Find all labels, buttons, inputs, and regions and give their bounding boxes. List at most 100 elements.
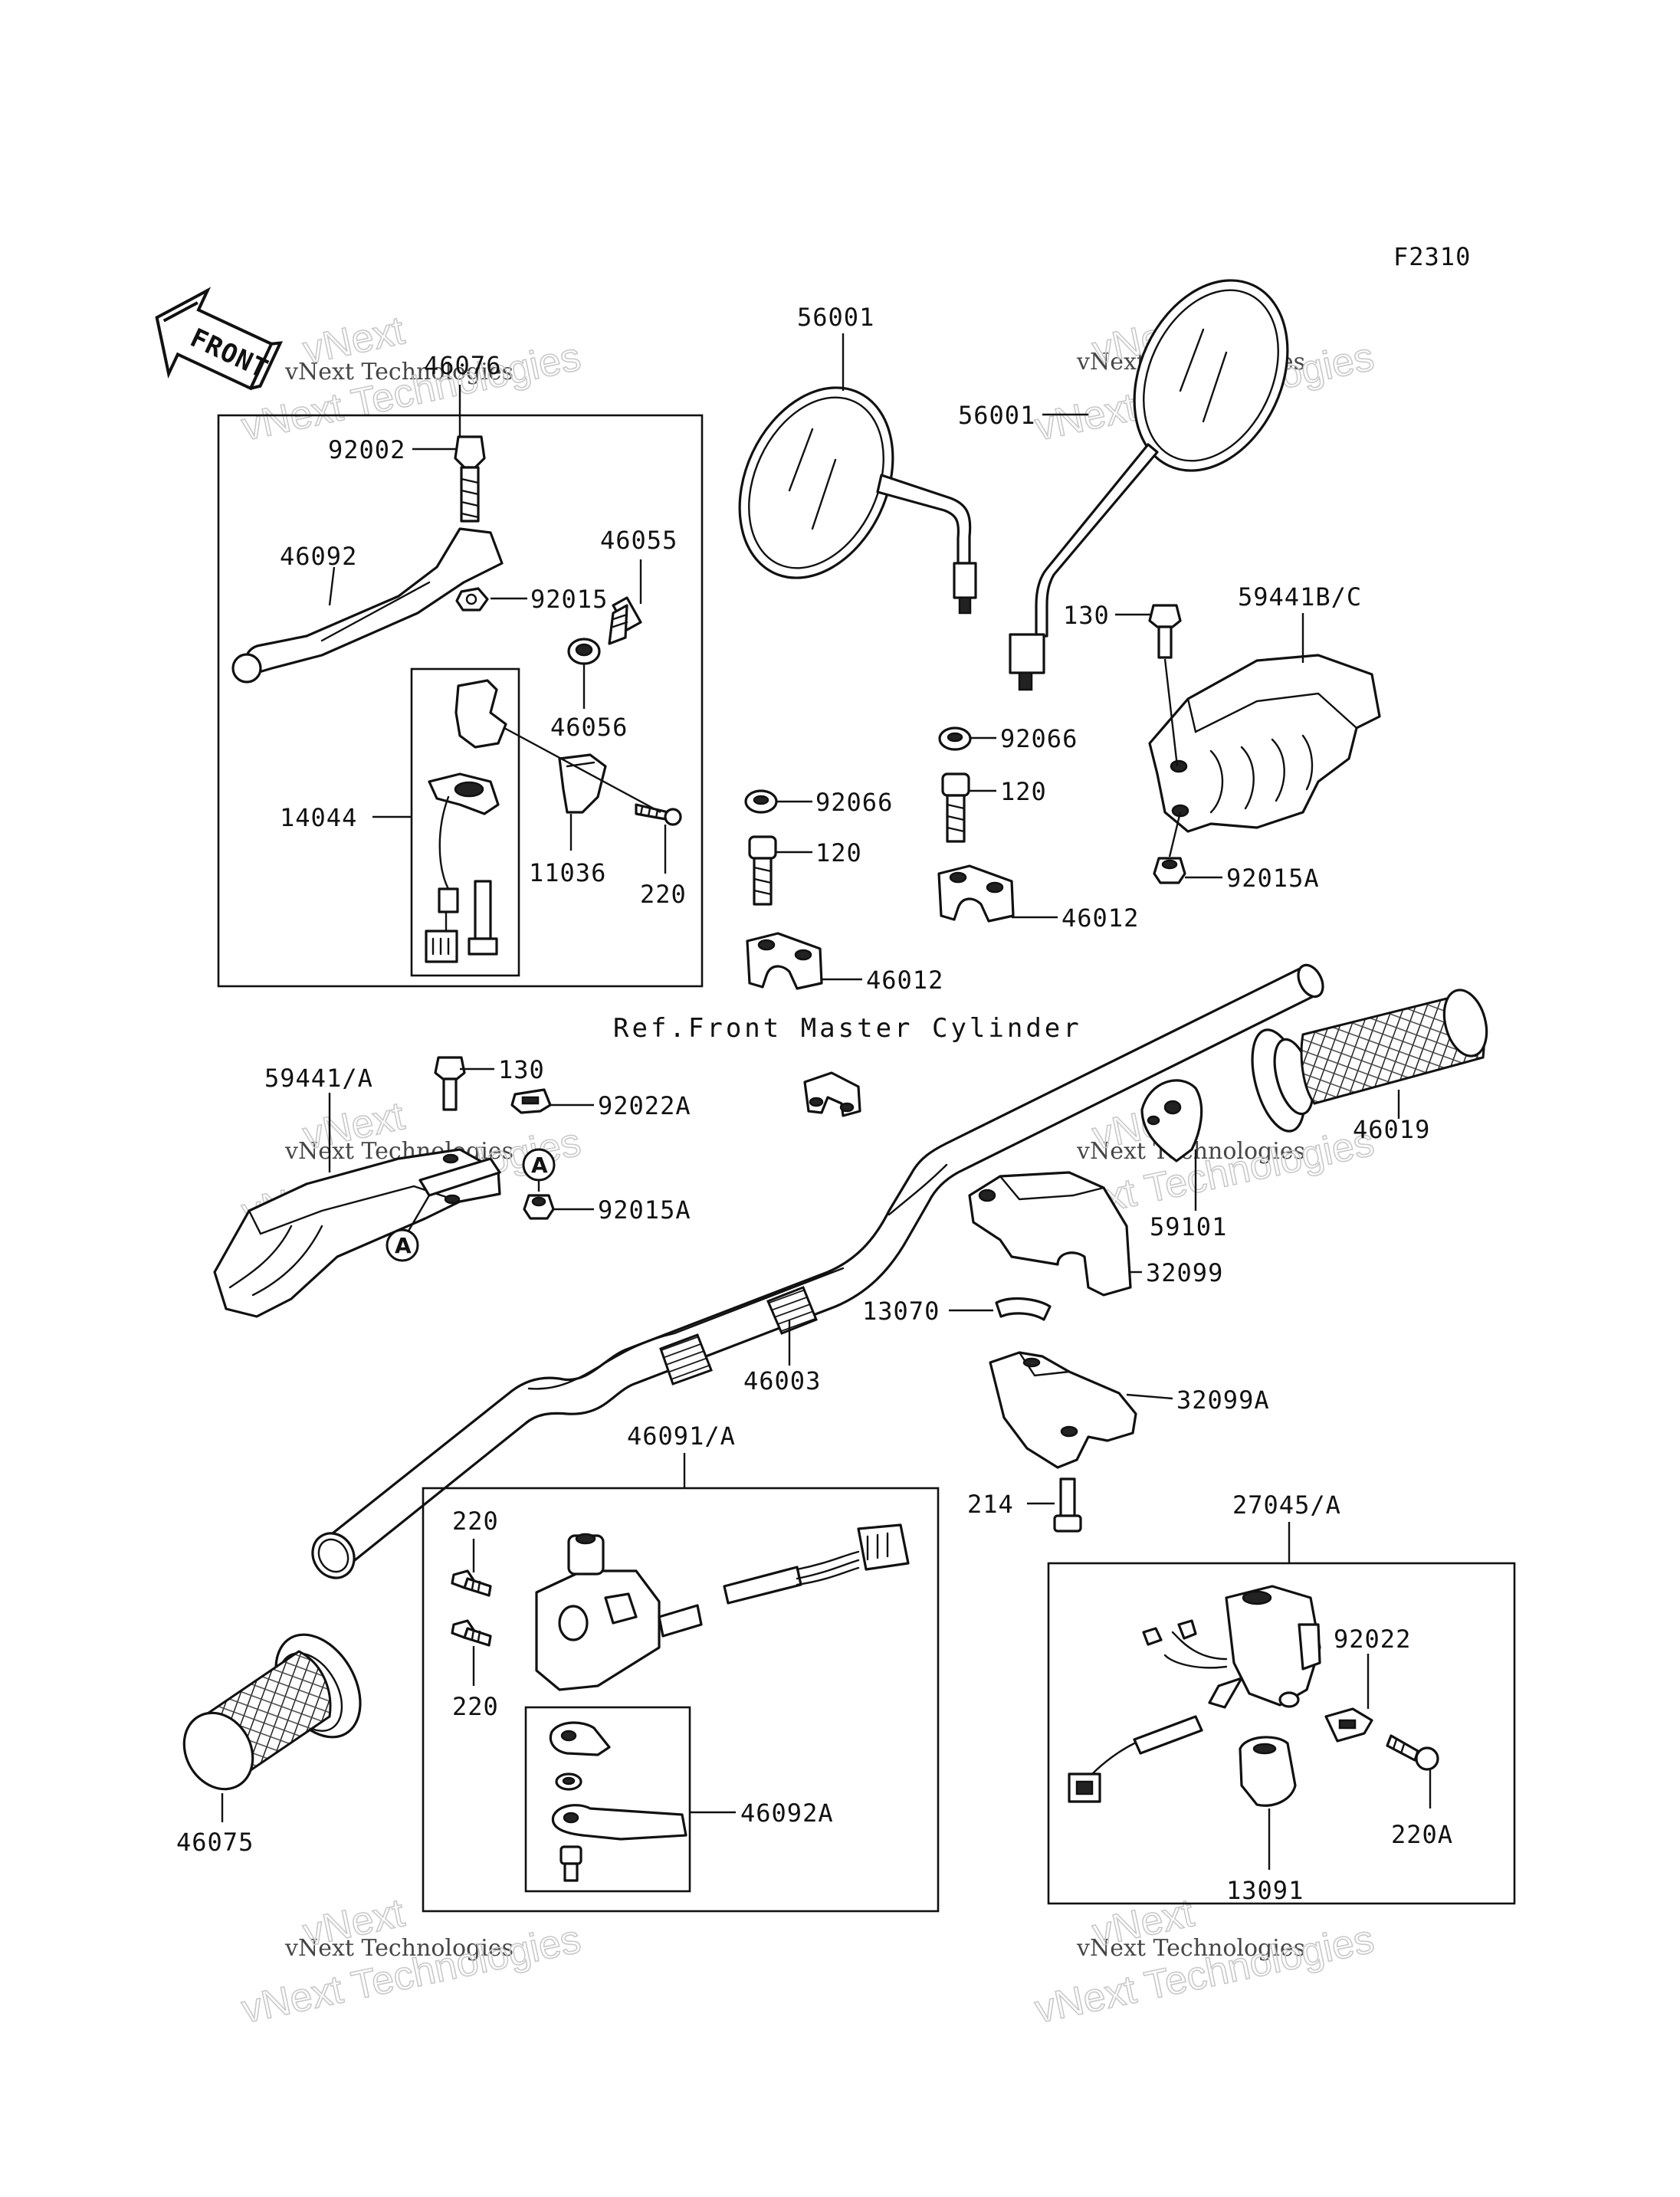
leader-lines bbox=[221, 333, 1432, 1870]
part-130-bolt-top bbox=[1148, 604, 1182, 659]
part-220-screw-clutch bbox=[635, 803, 682, 826]
label-92066-right: 92066 bbox=[1000, 724, 1078, 753]
part-120-bolt-right bbox=[941, 772, 970, 843]
part-92066-washer-left bbox=[744, 789, 778, 814]
part-46012-holder-left bbox=[746, 932, 823, 990]
left-switch-assembly-box bbox=[422, 1487, 940, 1913]
label-59441bc: 59441B/C bbox=[1238, 582, 1362, 612]
svg-text:vNext Technologies: vNext Technologies bbox=[284, 359, 514, 385]
label-14044: 14044 bbox=[280, 803, 357, 832]
part-46092-lever bbox=[231, 527, 504, 684]
part-13091-switch bbox=[1239, 1736, 1297, 1807]
label-92015a-middle: 92015A bbox=[598, 1195, 691, 1225]
part-46056-nut bbox=[567, 638, 601, 665]
part-59441a-cover bbox=[213, 1148, 501, 1318]
label-46012-left: 46012 bbox=[866, 966, 943, 995]
label-32099a: 32099A bbox=[1176, 1385, 1270, 1415]
part-92015-nut bbox=[455, 587, 489, 612]
part-92066-washer-right bbox=[938, 726, 972, 751]
svg-text:vNext Technologies: vNext Technologies bbox=[238, 1917, 584, 2031]
label-220-upper: 220 bbox=[452, 1507, 499, 1536]
part-92015a-nut-top bbox=[1153, 857, 1186, 884]
part-11036-bracket bbox=[558, 753, 607, 814]
part-92022a-clip bbox=[510, 1088, 552, 1114]
label-11036: 11036 bbox=[529, 858, 606, 887]
label-92022a: 92022A bbox=[598, 1091, 691, 1120]
label-46056: 46056 bbox=[550, 713, 628, 742]
label-ref-master-cylinder: Ref.Front Master Cylinder bbox=[613, 1013, 1082, 1044]
label-13091: 13091 bbox=[1226, 1876, 1304, 1905]
label-56001-right: 56001 bbox=[958, 401, 1035, 430]
front-arrow-icon: FRONT bbox=[155, 287, 284, 391]
part-59101-pulley bbox=[1140, 1079, 1203, 1162]
part-220a-screw bbox=[1386, 1734, 1439, 1771]
label-46092: 46092 bbox=[280, 542, 357, 571]
part-46075-grip bbox=[182, 1633, 362, 1791]
label-46003: 46003 bbox=[743, 1366, 821, 1395]
svg-text:A: A bbox=[395, 1233, 412, 1258]
label-46076: 46076 bbox=[424, 351, 501, 380]
label-92066-left: 92066 bbox=[815, 788, 893, 817]
label-46055: 46055 bbox=[600, 526, 678, 555]
label-120-right: 120 bbox=[1000, 777, 1047, 806]
part-220-screw-upper bbox=[451, 1569, 492, 1597]
part-14044-bracket bbox=[425, 679, 507, 963]
part-master-cylinder-clamp bbox=[803, 1071, 861, 1117]
part-46003-handlebar bbox=[311, 963, 1324, 1579]
svg-text:vNext Technologies: vNext Technologies bbox=[238, 334, 584, 449]
part-92002-adjuster bbox=[454, 435, 486, 523]
part-32099-housing-upper bbox=[968, 1171, 1132, 1297]
right-switch-assembly-box bbox=[1047, 1562, 1516, 1905]
watermark-bottom-right: vNext Technologies vNext Technologies vN… bbox=[1031, 1890, 1379, 2032]
part-120-bolt-left bbox=[748, 835, 777, 906]
label-59441a: 59441/A bbox=[264, 1064, 373, 1093]
label-220a: 220A bbox=[1391, 1820, 1453, 1849]
part-46055-bolt bbox=[608, 596, 642, 645]
label-56001-left: 56001 bbox=[797, 303, 874, 332]
label-92015a-top: 92015A bbox=[1226, 864, 1320, 893]
label-92002: 92002 bbox=[328, 435, 405, 464]
label-214: 214 bbox=[967, 1490, 1014, 1519]
part-214-screw bbox=[1053, 1477, 1082, 1533]
svg-text:vNext Technologies: vNext Technologies bbox=[1076, 1935, 1305, 1962]
part-13070-ring bbox=[995, 1297, 1052, 1321]
label-46012-right: 46012 bbox=[1061, 903, 1139, 933]
label-220-lower: 220 bbox=[452, 1692, 499, 1721]
part-27045a-switch bbox=[1068, 1585, 1321, 1803]
reference-marker-a-top: A bbox=[522, 1148, 556, 1192]
label-120-left: 120 bbox=[815, 838, 862, 867]
part-46019-throttle-grip bbox=[1251, 989, 1488, 1133]
part-46091a-switch bbox=[535, 1523, 910, 1691]
part-92022-clip bbox=[1324, 1707, 1373, 1743]
label-32099: 32099 bbox=[1146, 1258, 1223, 1287]
part-56001-mirror-right bbox=[1009, 279, 1289, 691]
part-labels: 46076 92002 46092 92015 46055 46056 1404… bbox=[176, 303, 1453, 1905]
part-46012-holder-right bbox=[937, 864, 1015, 923]
part-56001-mirror-left bbox=[738, 386, 977, 615]
reference-marker-a-bottom: A bbox=[386, 1195, 431, 1262]
figure-code: F2310 bbox=[1393, 242, 1471, 271]
part-46092a-lever bbox=[549, 1721, 687, 1882]
part-59441bc-cover bbox=[1148, 654, 1381, 833]
svg-text:vNext Technologies: vNext Technologies bbox=[284, 1935, 514, 1962]
part-32099a-housing-lower bbox=[989, 1351, 1137, 1469]
label-27045a: 27045/A bbox=[1232, 1490, 1341, 1520]
part-220-screw-lower bbox=[451, 1619, 492, 1647]
label-92022: 92022 bbox=[1334, 1625, 1411, 1654]
label-130-top: 130 bbox=[1063, 601, 1110, 630]
svg-text:A: A bbox=[531, 1153, 548, 1178]
label-46075: 46075 bbox=[176, 1828, 254, 1857]
label-92015: 92015 bbox=[530, 585, 608, 614]
watermark-top-left: vNext Technologies vNext Technologies vN… bbox=[238, 307, 586, 450]
label-46091a: 46091/A bbox=[627, 1421, 736, 1451]
lever-sub-box bbox=[524, 1706, 691, 1893]
switch-sub-box bbox=[410, 667, 520, 977]
label-59101: 59101 bbox=[1150, 1212, 1227, 1241]
label-130-middle: 130 bbox=[498, 1055, 545, 1084]
label-13070: 13070 bbox=[862, 1297, 940, 1326]
part-130-bolt-middle bbox=[434, 1056, 466, 1111]
label-46019: 46019 bbox=[1353, 1115, 1430, 1144]
part-92015a-nut-middle bbox=[523, 1194, 555, 1220]
svg-text:vNext Technologies: vNext Technologies bbox=[1031, 1917, 1377, 2031]
